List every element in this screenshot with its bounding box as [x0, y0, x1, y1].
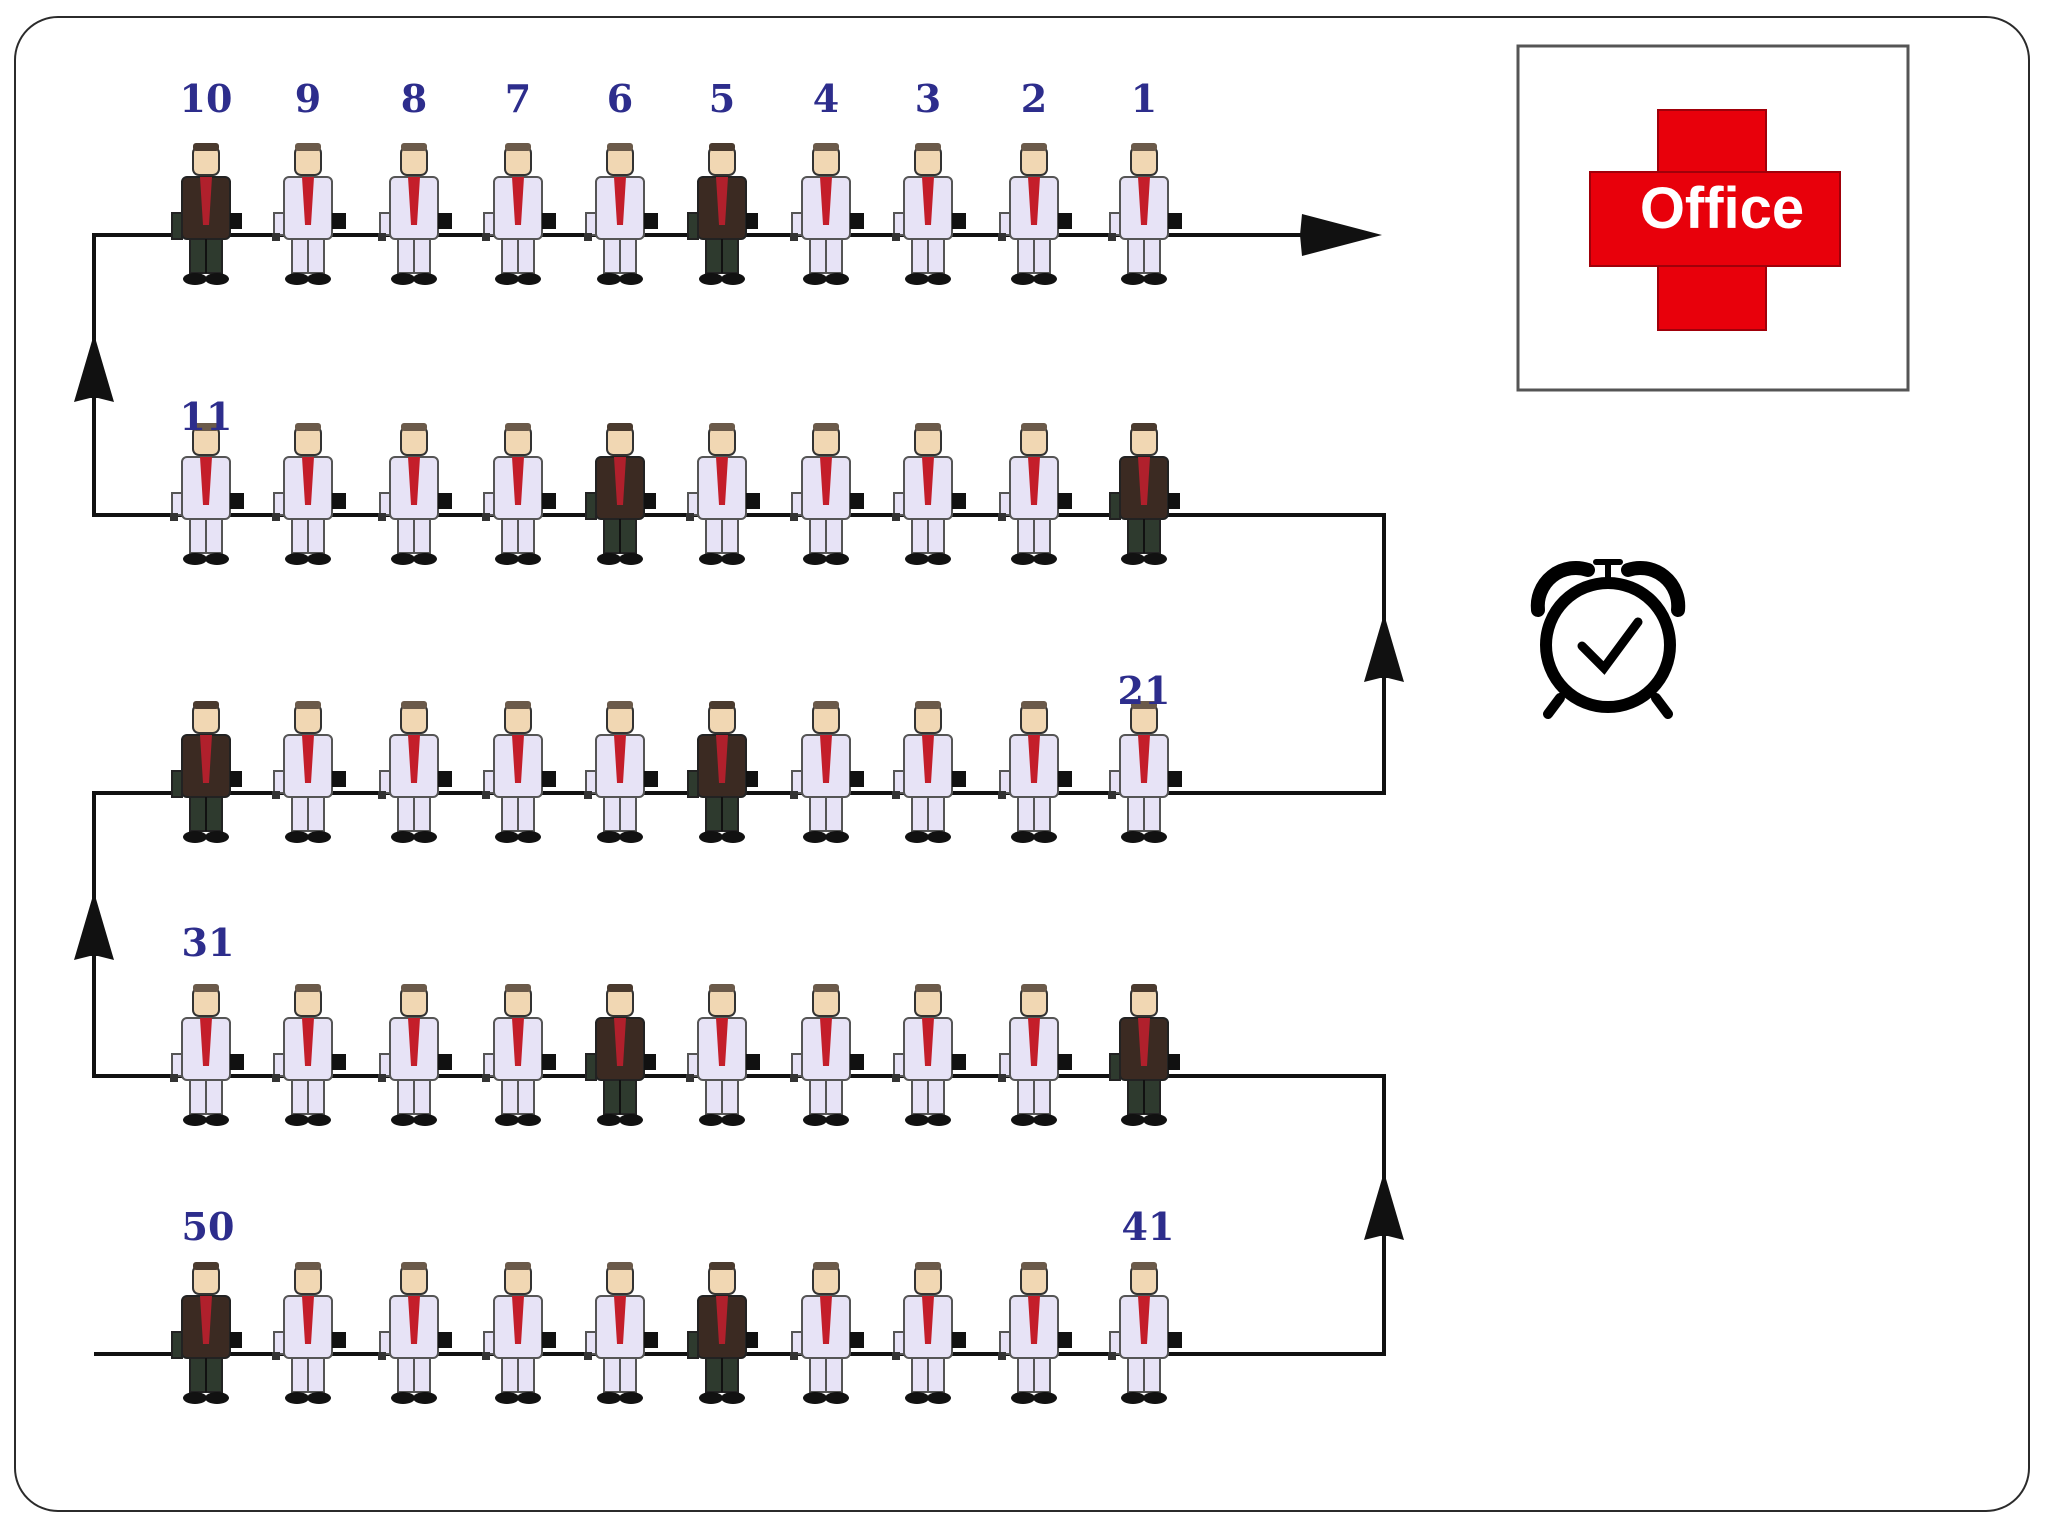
person-icon	[172, 701, 242, 843]
person-icon	[688, 1262, 758, 1404]
person-icon	[482, 143, 556, 285]
person-icon	[892, 984, 966, 1126]
top-number-label: 6	[607, 76, 633, 121]
row2-start-label: 11	[180, 394, 233, 439]
top-number-label: 8	[401, 76, 427, 121]
person-icon	[272, 143, 346, 285]
person-icon	[272, 984, 346, 1126]
top-number-label: 2	[1021, 76, 1047, 121]
person-icon	[686, 984, 760, 1126]
row5-start-label: 50	[182, 1204, 235, 1249]
person-icon	[584, 1262, 658, 1404]
people-queue	[170, 143, 1182, 1404]
row4-start-label: 31	[182, 920, 235, 965]
top-number-label: 1	[1131, 76, 1157, 121]
person-icon	[1108, 1262, 1182, 1404]
arrow-icon	[1364, 1172, 1404, 1240]
top-number-label: 3	[915, 76, 941, 121]
person-icon	[686, 423, 760, 565]
person-icon	[892, 1262, 966, 1404]
person-icon	[998, 143, 1072, 285]
person-icon	[272, 423, 346, 565]
person-icon	[688, 701, 758, 843]
row3-end-label: 21	[1118, 668, 1171, 713]
person-icon	[482, 423, 556, 565]
person-icon	[272, 701, 346, 843]
alarm-clock-icon	[1538, 562, 1678, 714]
top-number-label: 10	[180, 76, 233, 121]
person-icon	[790, 701, 864, 843]
person-icon	[1110, 984, 1180, 1126]
person-icon	[378, 1262, 452, 1404]
office-sign: Office	[1518, 46, 1908, 390]
person-icon	[892, 143, 966, 285]
person-icon	[892, 423, 966, 565]
person-icon	[1108, 143, 1182, 285]
person-icon	[688, 143, 758, 285]
person-icon	[584, 701, 658, 843]
person-icon	[482, 984, 556, 1126]
person-icon	[272, 1262, 346, 1404]
person-icon	[378, 143, 452, 285]
row5-end-label: 41	[1122, 1204, 1175, 1249]
person-icon	[586, 423, 656, 565]
person-icon	[1108, 701, 1182, 843]
person-icon	[790, 423, 864, 565]
person-icon	[790, 143, 864, 285]
person-icon	[172, 143, 242, 285]
top-number-label: 7	[505, 76, 531, 121]
person-icon	[584, 143, 658, 285]
arrow-icon	[1364, 614, 1404, 682]
arrow-icon	[74, 334, 114, 402]
person-icon	[482, 701, 556, 843]
person-icon	[892, 701, 966, 843]
person-icon	[790, 984, 864, 1126]
person-icon	[1110, 423, 1180, 565]
person-icon	[172, 1262, 242, 1404]
person-icon	[170, 423, 244, 565]
top-number-label: 9	[295, 76, 321, 121]
office-label: Office	[1640, 176, 1804, 241]
person-icon	[998, 1262, 1072, 1404]
arrow-icon	[74, 892, 114, 960]
person-icon	[586, 984, 656, 1126]
person-icon	[378, 423, 452, 565]
person-icon	[378, 701, 452, 843]
person-icon	[998, 701, 1072, 843]
person-icon	[378, 984, 452, 1126]
top-number-labels: 10 9 8 7 6 5 4 3 2 1	[180, 76, 1158, 121]
person-icon	[998, 423, 1072, 565]
person-icon	[998, 984, 1072, 1126]
person-icon	[790, 1262, 864, 1404]
top-number-label: 5	[709, 76, 735, 121]
top-number-label: 4	[813, 76, 839, 121]
person-icon	[170, 984, 244, 1126]
arrow-icon	[1300, 214, 1382, 256]
person-icon	[482, 1262, 556, 1404]
